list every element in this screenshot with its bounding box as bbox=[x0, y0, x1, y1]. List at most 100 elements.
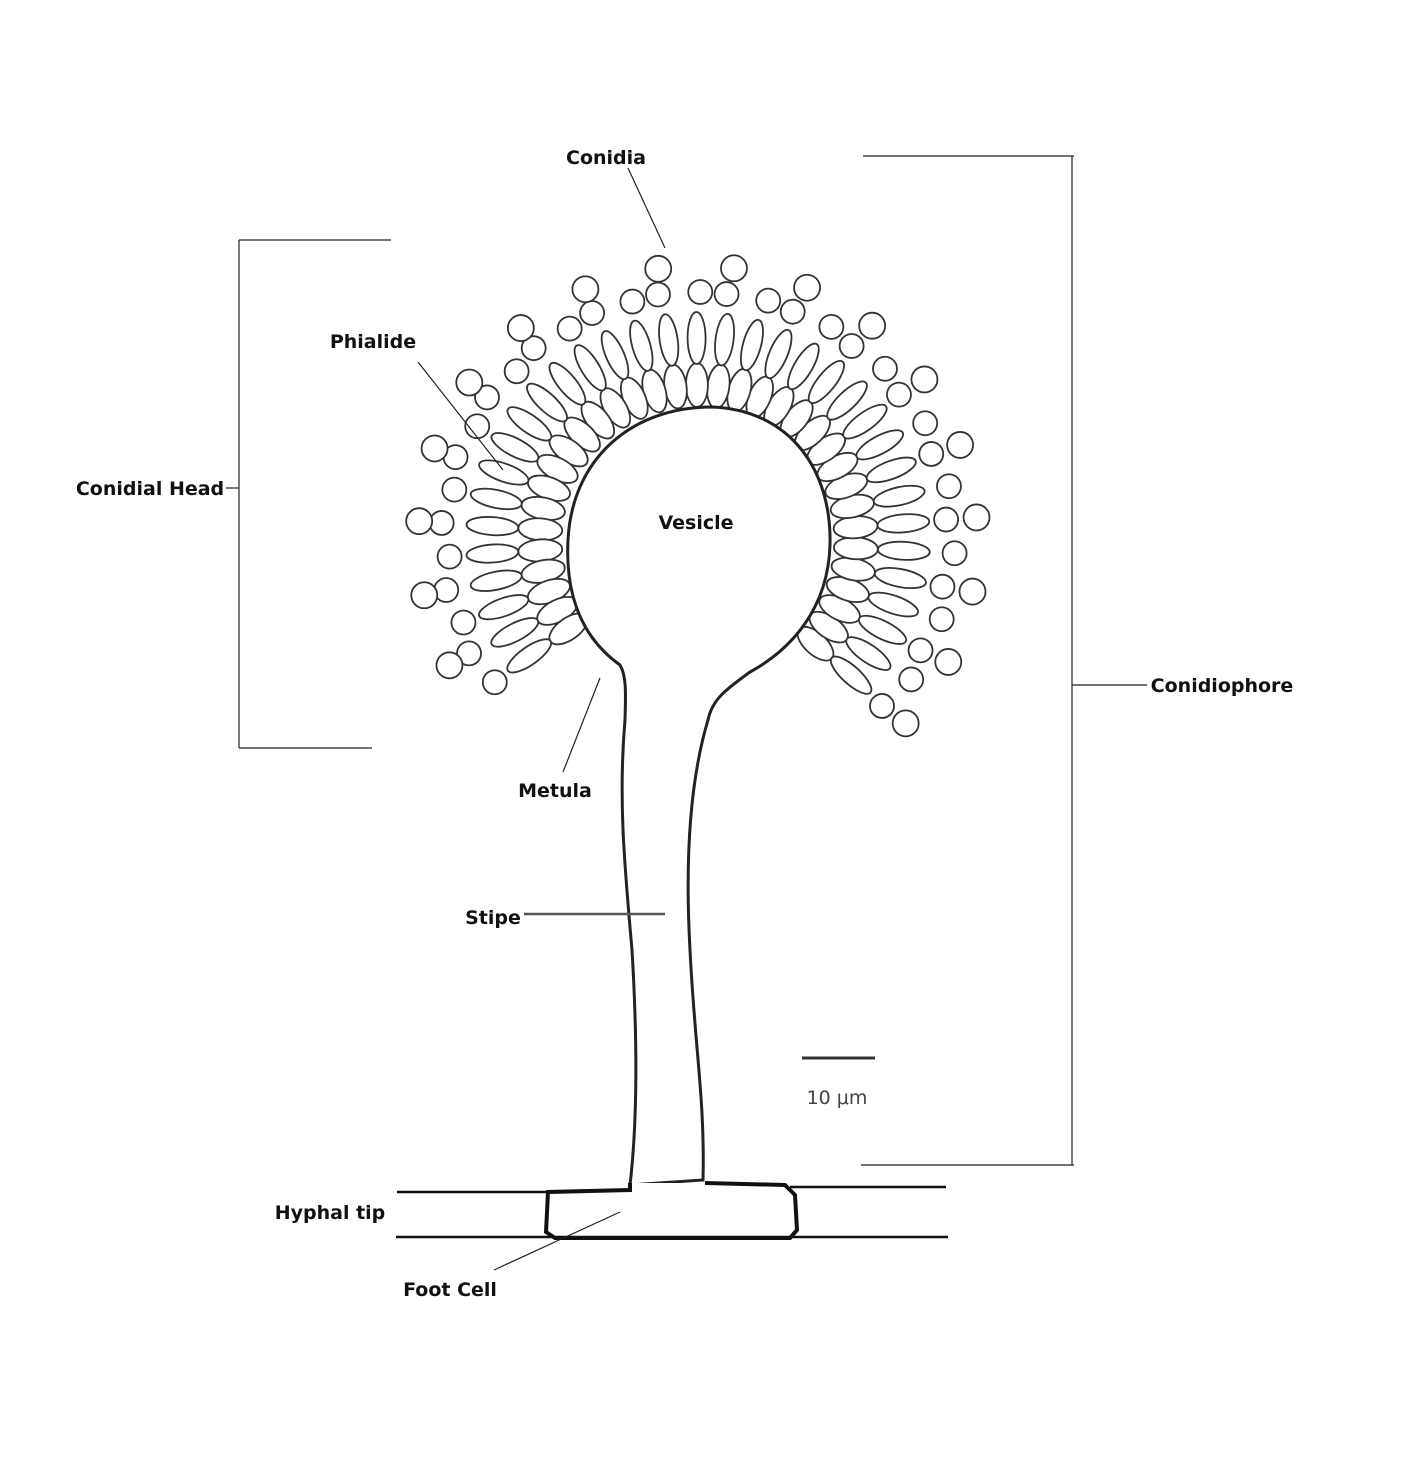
foot-cell-leader bbox=[493, 1211, 621, 1271]
conidium bbox=[428, 510, 455, 536]
conidium bbox=[644, 254, 673, 283]
phialide-cell bbox=[506, 406, 553, 442]
phialide-cell bbox=[526, 382, 568, 423]
conidium bbox=[755, 287, 782, 314]
phialide-cell bbox=[872, 484, 926, 508]
scale-bar-label: 10 μm bbox=[807, 1087, 868, 1109]
phialide-cell bbox=[714, 312, 735, 367]
conidium bbox=[474, 384, 500, 411]
metula-cell bbox=[832, 536, 879, 561]
conidium bbox=[410, 581, 439, 610]
phialide-cell bbox=[873, 567, 927, 590]
conidium bbox=[858, 311, 887, 340]
conidium bbox=[912, 410, 939, 437]
phialide-cell bbox=[490, 432, 540, 463]
vesicle-stipe-outline bbox=[566, 405, 832, 1187]
phialide-cell bbox=[629, 319, 654, 372]
conidium bbox=[433, 577, 460, 603]
label-vesicle: Vesicle bbox=[658, 512, 733, 534]
conidium bbox=[928, 606, 955, 633]
conidium bbox=[936, 473, 962, 500]
phialide-cell bbox=[764, 328, 793, 380]
conidium bbox=[571, 275, 600, 304]
phialide-cell bbox=[658, 313, 680, 367]
conidia-leader bbox=[627, 167, 666, 249]
foot-cell-shape bbox=[543, 1181, 800, 1240]
phialide-cell bbox=[600, 330, 630, 381]
phialide-cell bbox=[686, 311, 707, 365]
conidium bbox=[838, 333, 865, 359]
label-conidiophore: Conidiophore bbox=[1151, 675, 1294, 697]
phialide-cell bbox=[469, 569, 523, 592]
conidiophore-bracket bbox=[861, 155, 1147, 1166]
conidium bbox=[450, 609, 477, 636]
label-phialide: Phialide bbox=[330, 331, 416, 353]
phialide-cell bbox=[855, 429, 904, 461]
conidium bbox=[420, 434, 449, 463]
conidium bbox=[929, 573, 956, 600]
conidium bbox=[520, 335, 547, 362]
conidium bbox=[456, 640, 482, 667]
phialide-cell bbox=[478, 459, 530, 486]
phialide-cell bbox=[465, 543, 520, 564]
conidium bbox=[958, 577, 987, 606]
conidium bbox=[946, 431, 975, 459]
conidium bbox=[918, 441, 945, 467]
metula-leader bbox=[562, 677, 601, 773]
conidium bbox=[464, 413, 491, 440]
conidium bbox=[818, 313, 845, 340]
phialide-cell bbox=[842, 403, 888, 440]
phialide-cell bbox=[857, 614, 908, 645]
metula-cell bbox=[685, 362, 709, 408]
phialide-leader bbox=[417, 361, 504, 471]
conidium bbox=[869, 693, 895, 719]
conidium bbox=[687, 279, 714, 305]
phialide-cell bbox=[740, 318, 764, 372]
conidium bbox=[579, 300, 605, 326]
phialide-cell bbox=[845, 636, 892, 671]
phialide-cell bbox=[469, 487, 523, 511]
phialide-cell bbox=[865, 456, 917, 484]
label-stipe: Stipe bbox=[465, 907, 521, 929]
conidial-head-cells bbox=[405, 254, 991, 738]
label-hyphal-tip: Hyphal tip bbox=[275, 1202, 386, 1224]
phialide-cell bbox=[829, 655, 873, 695]
label-metula: Metula bbox=[518, 780, 592, 802]
conidium bbox=[506, 314, 535, 342]
conidium bbox=[891, 709, 920, 738]
conidium bbox=[934, 648, 963, 676]
phialide-cell bbox=[478, 594, 530, 621]
phialide-cell bbox=[876, 540, 931, 561]
phialide-cell bbox=[826, 380, 868, 421]
phialide-cell bbox=[548, 361, 587, 406]
metula-cell bbox=[517, 538, 564, 563]
conidium bbox=[556, 315, 583, 342]
label-foot-cell: Foot Cell bbox=[403, 1279, 497, 1301]
conidium bbox=[436, 543, 463, 570]
conidium bbox=[645, 281, 671, 308]
conidium bbox=[907, 637, 934, 664]
conidium bbox=[720, 254, 748, 283]
conidium bbox=[455, 368, 484, 397]
conidium bbox=[910, 365, 939, 394]
conidium bbox=[886, 381, 912, 408]
conidium bbox=[933, 506, 959, 533]
conidium bbox=[503, 358, 530, 385]
phialide-cell bbox=[807, 360, 845, 405]
phialide-cell bbox=[490, 617, 540, 648]
conidium bbox=[619, 288, 646, 315]
conidium bbox=[962, 503, 991, 532]
conidium bbox=[779, 298, 806, 325]
conidium bbox=[713, 281, 740, 307]
phialide-cell bbox=[465, 516, 520, 537]
phialide-cell bbox=[876, 513, 931, 534]
phialide-cell bbox=[573, 344, 607, 392]
phialide-cell bbox=[787, 342, 820, 391]
conidium bbox=[441, 476, 468, 503]
label-conidial-head: Conidial Head bbox=[76, 478, 224, 500]
phialide-cell bbox=[867, 591, 919, 618]
conidium bbox=[481, 669, 508, 696]
conidium bbox=[941, 540, 968, 567]
conidium bbox=[793, 273, 821, 302]
